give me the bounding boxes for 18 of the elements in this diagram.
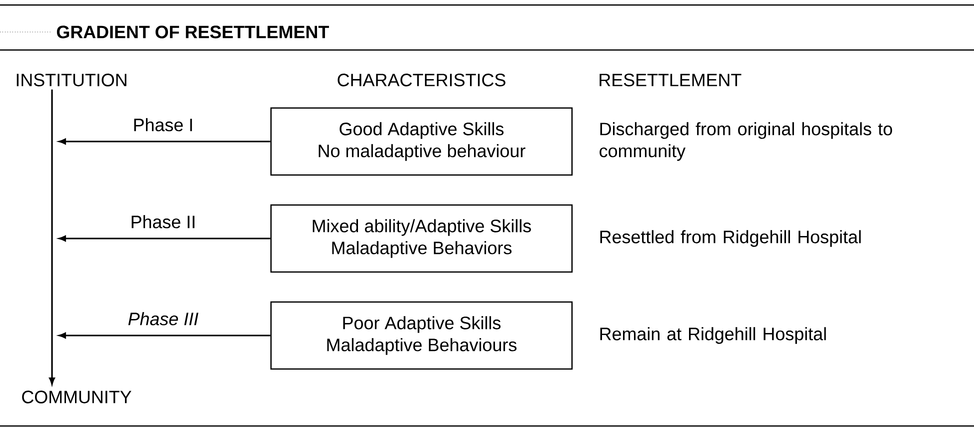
end-label: COMMUNITY xyxy=(22,390,132,404)
end-label: INSTITUTION xyxy=(16,74,126,86)
characteristics-box: Good Adaptive Skills No maladaptive behaviour xyxy=(270,107,573,176)
resettlement-text: Resettled from Ridgehill Hospital xyxy=(600,230,861,247)
column-heading: CHARACTERISTICS xyxy=(338,74,506,86)
column-heading: RESETTLEMENT xyxy=(600,74,742,86)
title: GRADIENT OF RESETTLEMENT xyxy=(56,26,329,38)
characteristics-box: Poor Adaptive Skills Maladaptive Behaviours xyxy=(270,301,573,370)
arrow xyxy=(49,90,55,385)
arrow xyxy=(58,332,270,338)
arrow xyxy=(58,236,270,242)
edge-label: Phase III xyxy=(126,311,200,326)
resettlement-text: Discharged from original hospitals to community xyxy=(600,122,892,161)
resettlement-text: Remain at Ridgehill Hospital xyxy=(600,327,826,344)
characteristics-box: Mixed ability/Adaptive Skills Maladaptive Behaviors xyxy=(270,204,573,273)
edge-label: Phase I xyxy=(132,117,195,132)
edge-label: Phase II xyxy=(129,214,198,230)
arrow xyxy=(58,138,270,144)
